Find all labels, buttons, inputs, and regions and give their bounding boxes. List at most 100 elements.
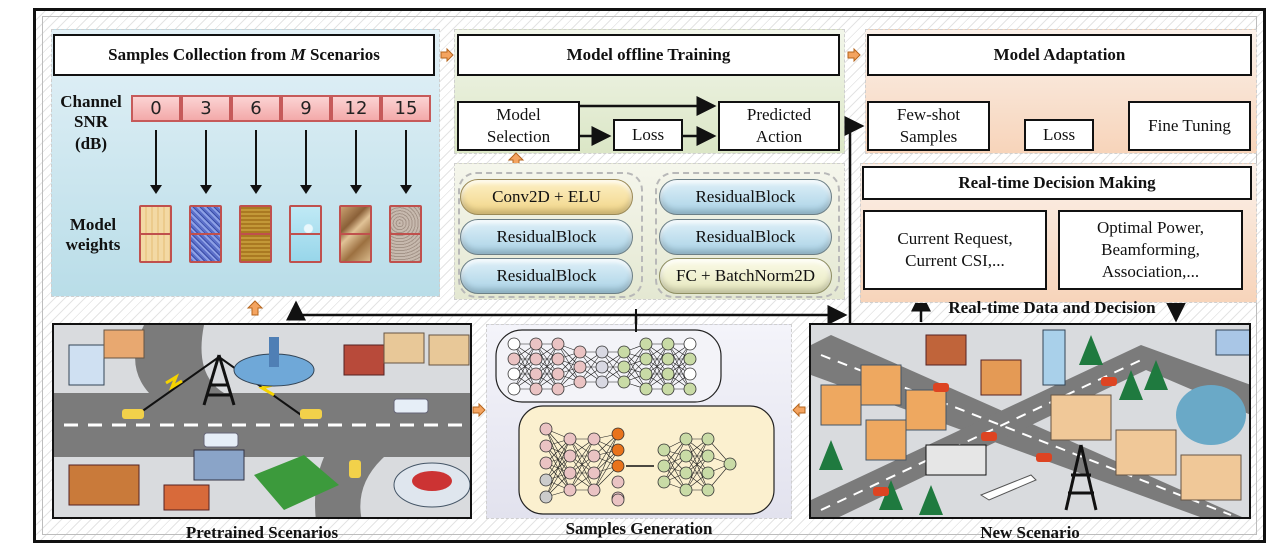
network-node bbox=[507, 352, 521, 366]
network-node bbox=[551, 382, 565, 396]
snr-label-line: (dB) bbox=[74, 134, 108, 153]
network-edge bbox=[593, 433, 619, 474]
network-node bbox=[683, 352, 697, 366]
apartment-icon bbox=[820, 384, 862, 426]
network-node bbox=[611, 475, 625, 489]
network-node bbox=[657, 459, 671, 473]
model-adaptation-title: Model Adaptation bbox=[867, 34, 1252, 76]
network-edge bbox=[545, 438, 571, 481]
snr-label-line: SNR bbox=[73, 112, 108, 131]
decision-line: Optimal Power, bbox=[1097, 218, 1204, 237]
snr-cell: 9 bbox=[281, 95, 331, 122]
network-node bbox=[679, 466, 693, 480]
control-tower-icon bbox=[269, 337, 279, 367]
model-weight-woven bbox=[239, 205, 272, 263]
network-edge bbox=[569, 438, 595, 474]
lightning-icon bbox=[165, 373, 183, 391]
snr-cell: 15 bbox=[381, 95, 431, 122]
network-node bbox=[611, 459, 625, 473]
network-node bbox=[701, 466, 715, 480]
network-edge bbox=[663, 438, 687, 483]
network-edge bbox=[535, 343, 559, 390]
fire-station-icon bbox=[925, 334, 967, 366]
generative-network-drawing bbox=[495, 309, 775, 515]
car-icon bbox=[349, 460, 361, 478]
network-node bbox=[661, 337, 675, 351]
network-node bbox=[539, 490, 553, 504]
airport-terminal-icon bbox=[925, 444, 987, 476]
network-node bbox=[507, 367, 521, 381]
pretrained-scenario-map bbox=[52, 323, 472, 519]
network-edge bbox=[645, 343, 669, 390]
network-node bbox=[587, 432, 601, 446]
model-selection-line: Model bbox=[496, 105, 541, 124]
network-node bbox=[507, 337, 521, 351]
model-weight-water bbox=[289, 205, 322, 263]
network-node bbox=[529, 382, 543, 396]
network-node bbox=[507, 382, 521, 396]
signal-link bbox=[133, 356, 220, 418]
model-selection-line: Selection bbox=[486, 127, 551, 146]
network-node bbox=[539, 473, 553, 487]
shop-icon bbox=[163, 484, 210, 511]
network-node bbox=[573, 375, 587, 389]
title-suffix: Scenarios bbox=[305, 45, 380, 64]
network-edge bbox=[545, 455, 571, 498]
snr-to-weight-arrow bbox=[200, 130, 212, 194]
network-node bbox=[679, 432, 693, 446]
few-shot-line: Few-shot bbox=[896, 105, 961, 124]
realtime-flow-label: Real-time Data and Decision bbox=[948, 298, 1156, 317]
network-node bbox=[563, 466, 577, 480]
pretrained-caption: Pretrained Scenarios bbox=[185, 523, 339, 542]
snr-to-weight-arrow bbox=[300, 130, 312, 194]
car-icon bbox=[1101, 377, 1117, 386]
network-node bbox=[573, 360, 587, 374]
network-node bbox=[639, 337, 653, 351]
tree-icon bbox=[919, 485, 943, 515]
network-node bbox=[539, 439, 553, 453]
title-var: M bbox=[290, 45, 306, 64]
tree-icon bbox=[819, 440, 843, 470]
weights-label-line: weights bbox=[65, 235, 121, 254]
network-node bbox=[661, 382, 675, 396]
school-icon bbox=[68, 464, 140, 506]
road-curve-left bbox=[135, 325, 224, 393]
predicted-action-line: Predicted bbox=[746, 105, 812, 124]
pretrained-scene-drawing bbox=[54, 325, 470, 517]
network-node bbox=[529, 352, 543, 366]
pool-house-icon bbox=[1215, 329, 1249, 356]
car-icon bbox=[122, 409, 144, 419]
fire-station-icon bbox=[343, 344, 385, 376]
request-line: Current CSI,... bbox=[905, 251, 1005, 270]
snr-to-weight-arrow bbox=[250, 130, 262, 194]
network-node bbox=[617, 360, 631, 374]
fine-tuning-box: Fine Tuning bbox=[1128, 101, 1251, 151]
network-node bbox=[563, 449, 577, 463]
network-node bbox=[639, 352, 653, 366]
decision-line: Association,... bbox=[1101, 262, 1200, 281]
title-prefix: Samples Collection from bbox=[108, 45, 291, 64]
network-node bbox=[683, 367, 697, 381]
layer-pill: ResidualBlock bbox=[659, 219, 832, 255]
road-curve-right bbox=[315, 457, 384, 517]
snr-label-line: Channel bbox=[60, 92, 122, 111]
car-icon bbox=[1036, 453, 1052, 462]
network-edge bbox=[545, 438, 571, 498]
tree-icon bbox=[879, 480, 903, 510]
orange-up-arrow bbox=[246, 300, 264, 316]
current-request-box: Current Request,Current CSI,... bbox=[863, 210, 1047, 290]
decision-line: Beamforming, bbox=[1101, 240, 1200, 259]
network-node bbox=[617, 375, 631, 389]
network-edge bbox=[667, 343, 691, 390]
network-node bbox=[573, 345, 587, 359]
network-node bbox=[723, 457, 737, 471]
network-node bbox=[679, 449, 693, 463]
factory-icon bbox=[1115, 429, 1177, 476]
network-node bbox=[639, 367, 653, 381]
car-icon bbox=[873, 487, 889, 496]
apartment-icon bbox=[865, 419, 907, 461]
network-node bbox=[683, 337, 697, 351]
network-node bbox=[679, 483, 693, 497]
generation-caption: Samples Generation bbox=[565, 519, 713, 538]
network-edge bbox=[557, 351, 581, 390]
